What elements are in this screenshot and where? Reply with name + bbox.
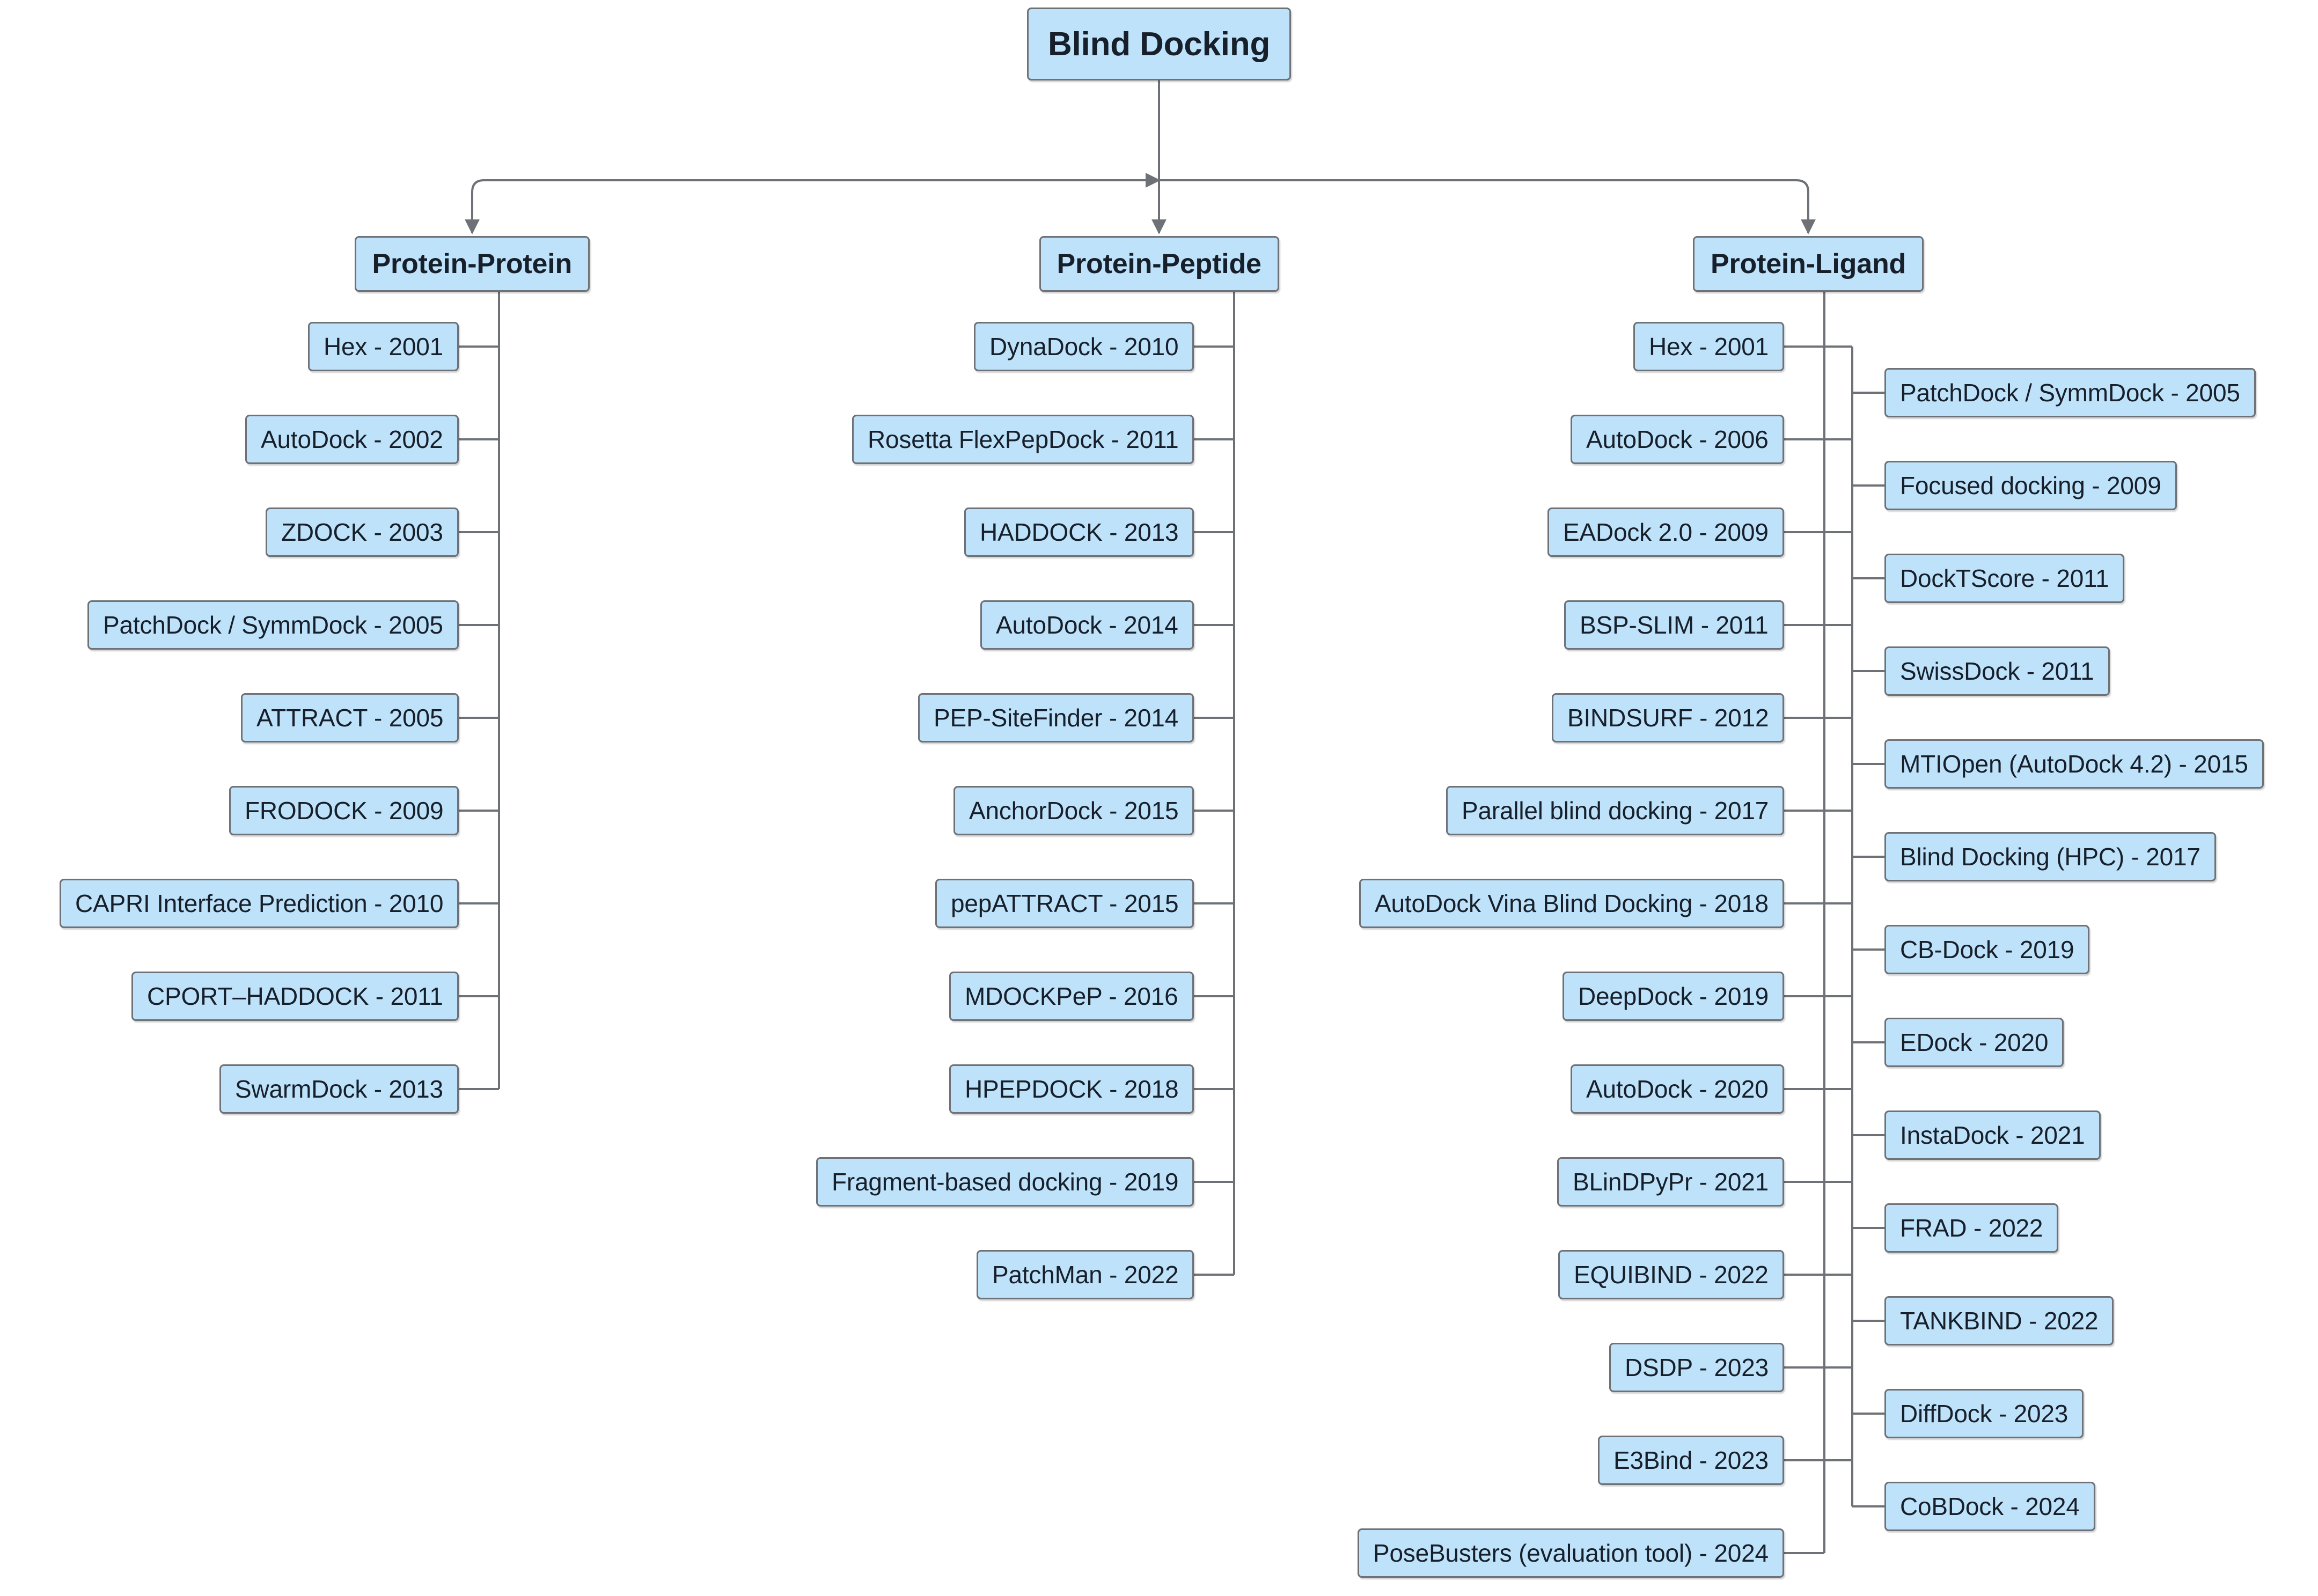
- leaf-node-protein-ligand-right-12: CoBDock - 2024: [1884, 1482, 2095, 1531]
- leaf-node-protein-protein-7: CPORT–HADDOCK - 2011: [131, 972, 459, 1021]
- leaf-node-protein-ligand-right-0: PatchDock / SymmDock - 2005: [1884, 368, 2256, 417]
- leaf-node-protein-ligand-right-4: MTIOpen (AutoDock 4.2) - 2015: [1884, 739, 2264, 789]
- leaf-node-protein-peptide-3: AutoDock - 2014: [980, 600, 1194, 650]
- leaf-node-protein-ligand-left-4: BINDSURF - 2012: [1552, 693, 1785, 742]
- leaf-node-protein-ligand-left-12: E3Bind - 2023: [1598, 1436, 1784, 1485]
- leaf-node-protein-ligand-right-3: SwissDock - 2011: [1884, 646, 2110, 696]
- leaf-node-protein-ligand-right-5: Blind Docking (HPC) - 2017: [1884, 832, 2216, 881]
- leaf-node-protein-ligand-right-2: DockTScore - 2011: [1884, 554, 2125, 603]
- leaf-node-protein-protein-4: ATTRACT - 2005: [241, 693, 459, 742]
- leaf-node-protein-ligand-left-5: Parallel blind docking - 2017: [1446, 786, 1785, 835]
- branch-node-protein-ligand: Protein-Ligand: [1693, 236, 1924, 292]
- branch-node-protein-peptide: Protein-Peptide: [1039, 236, 1279, 292]
- leaf-node-protein-ligand-right-6: CB-Dock - 2019: [1884, 925, 2090, 974]
- leaf-node-protein-protein-3: PatchDock / SymmDock - 2005: [87, 600, 459, 650]
- leaf-node-protein-ligand-right-9: FRAD - 2022: [1884, 1203, 2059, 1253]
- leaf-node-protein-peptide-1: Rosetta FlexPepDock - 2011: [852, 415, 1194, 464]
- leaf-node-protein-protein-0: Hex - 2001: [308, 322, 459, 371]
- leaf-node-protein-ligand-right-7: EDock - 2020: [1884, 1018, 2064, 1067]
- leaf-node-protein-protein-1: AutoDock - 2002: [245, 415, 459, 464]
- leaf-node-protein-protein-5: FRODOCK - 2009: [229, 786, 459, 835]
- leaf-node-protein-peptide-0: DynaDock - 2010: [974, 322, 1194, 371]
- leaf-node-protein-peptide-9: Fragment-based docking - 2019: [816, 1157, 1194, 1207]
- leaf-node-protein-protein-8: SwarmDock - 2013: [219, 1064, 459, 1114]
- leaf-node-protein-peptide-7: MDOCKPeP - 2016: [949, 972, 1194, 1021]
- leaf-node-protein-ligand-left-10: EQUIBIND - 2022: [1558, 1250, 1784, 1299]
- leaf-node-protein-ligand-left-1: AutoDock - 2006: [1571, 415, 1784, 464]
- leaf-node-protein-ligand-right-11: DiffDock - 2023: [1884, 1389, 2084, 1438]
- leaf-node-protein-ligand-right-10: TANKBIND - 2022: [1884, 1296, 2114, 1345]
- leaf-node-protein-ligand-left-3: BSP-SLIM - 2011: [1564, 600, 1784, 650]
- leaf-node-protein-ligand-left-9: BLinDPyPr - 2021: [1557, 1157, 1784, 1207]
- leaf-node-protein-peptide-5: AnchorDock - 2015: [953, 786, 1194, 835]
- leaf-node-protein-ligand-left-6: AutoDock Vina Blind Docking - 2018: [1359, 879, 1784, 928]
- root-node-blind-docking: Blind Docking: [1027, 8, 1292, 80]
- branch-node-protein-protein: Protein-Protein: [354, 236, 590, 292]
- leaf-node-protein-peptide-10: PatchMan - 2022: [977, 1250, 1194, 1299]
- leaf-node-protein-ligand-left-8: AutoDock - 2020: [1571, 1064, 1784, 1114]
- leaf-node-protein-ligand-left-7: DeepDock - 2019: [1563, 972, 1784, 1021]
- leaf-node-protein-ligand-left-13: PoseBusters (evaluation tool) - 2024: [1358, 1528, 1784, 1578]
- leaf-node-protein-ligand-right-8: InstaDock - 2021: [1884, 1110, 2101, 1160]
- leaf-node-protein-peptide-4: PEP-SiteFinder - 2014: [918, 693, 1194, 742]
- leaf-node-protein-ligand-left-2: EADock 2.0 - 2009: [1547, 508, 1784, 557]
- leaf-node-protein-ligand-right-1: Focused docking - 2009: [1884, 461, 2177, 510]
- leaf-node-protein-peptide-2: HADDOCK - 2013: [964, 508, 1194, 557]
- leaf-node-protein-protein-2: ZDOCK - 2003: [266, 508, 459, 557]
- leaf-node-protein-protein-6: CAPRI Interface Prediction - 2010: [60, 879, 459, 928]
- leaf-node-protein-ligand-left-11: DSDP - 2023: [1609, 1343, 1784, 1392]
- leaf-node-protein-peptide-6: pepATTRACT - 2015: [935, 879, 1194, 928]
- leaf-node-protein-ligand-left-0: Hex - 2001: [1633, 322, 1785, 371]
- leaf-node-protein-peptide-8: HPEPDOCK - 2018: [949, 1064, 1194, 1114]
